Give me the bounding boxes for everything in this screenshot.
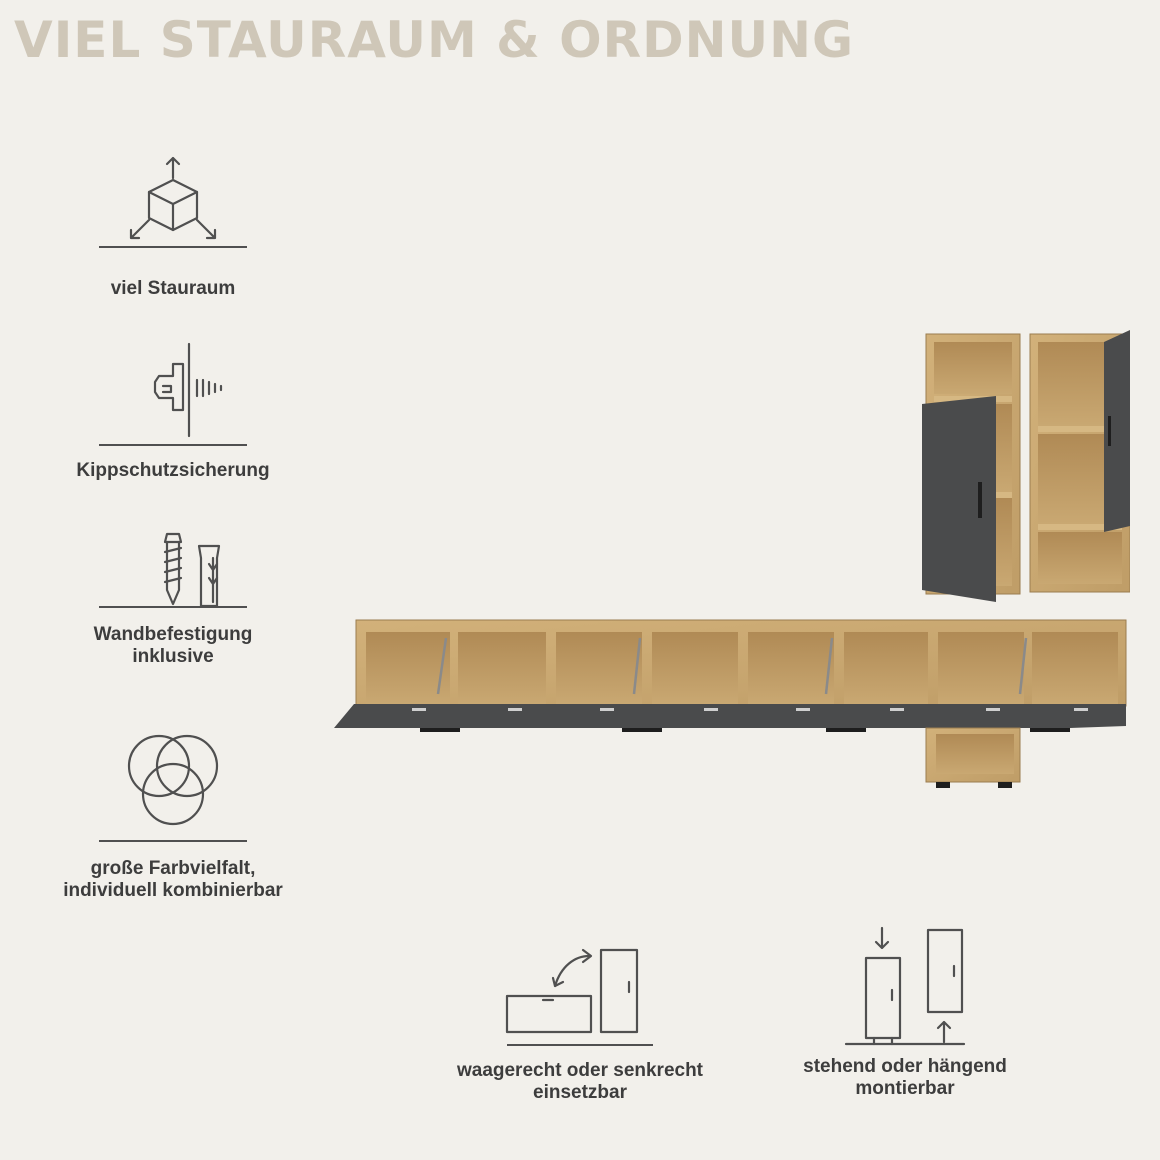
lowboard xyxy=(334,619,1127,732)
feature-mounting-label: stehend oder hängend montierbar xyxy=(803,1056,1007,1099)
feature-colors-label: große Farbvielfalt, individuell kombinie… xyxy=(63,858,283,901)
feature-orientation-label: waagerecht oder senkrecht einsetzbar xyxy=(456,1060,704,1103)
feature-anti-tip: Kippschutzsicherung xyxy=(76,342,270,482)
feature-storage: viel Stauraum xyxy=(98,152,248,300)
feature-wall-mount-label: Wandbefestigung inklusive xyxy=(93,624,253,667)
furniture-illustration xyxy=(334,330,1130,788)
screw-dowel-icon xyxy=(163,532,221,608)
small-box xyxy=(925,727,1021,788)
cube-arrows-icon xyxy=(129,156,217,240)
color-circles-icon xyxy=(127,734,219,826)
feature-orientation: waagerecht oder senkrecht einsetzbar xyxy=(430,944,730,1104)
tall-cabinet-right xyxy=(1029,330,1130,593)
standing-hanging-icon xyxy=(844,926,966,1046)
page-title: VIEL STAURAUM & ORDNUNG xyxy=(14,11,854,69)
feature-colors: große Farbvielfalt, individuell kombinie… xyxy=(63,732,283,902)
horizontal-vertical-icon xyxy=(505,948,639,1034)
feature-anti-tip-label: Kippschutzsicherung xyxy=(76,460,270,481)
tall-cabinet-left xyxy=(922,333,1021,602)
wall-screw-icon xyxy=(153,342,223,438)
feature-wall-mount: Wandbefestigung inklusive xyxy=(94,530,252,668)
feature-mounting: stehend oder hängend montierbar xyxy=(755,926,1055,1100)
feature-storage-label: viel Stauraum xyxy=(110,278,236,299)
